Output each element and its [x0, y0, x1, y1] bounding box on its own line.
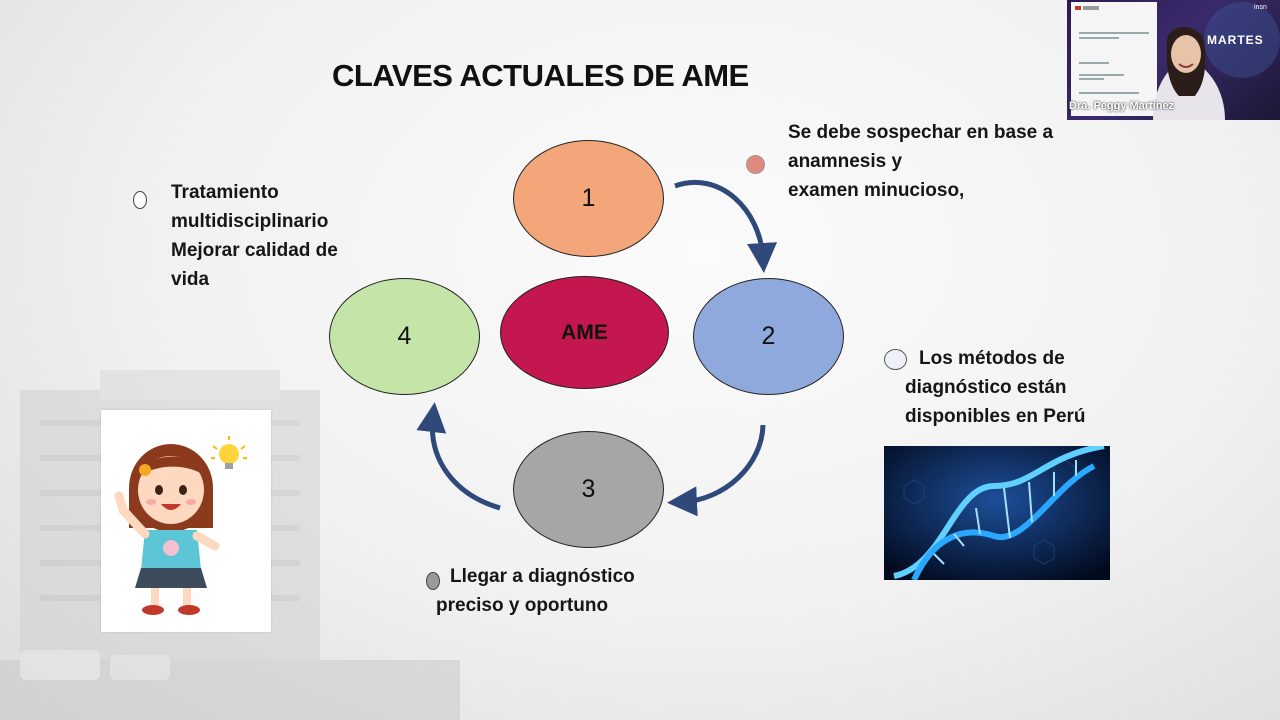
- dna-image: [884, 446, 1110, 580]
- note-line: multidisciplinario: [171, 211, 329, 232]
- bullet-bottom: [426, 572, 440, 590]
- arrow-3-to-4: [416, 402, 501, 511]
- oval-step-2: 2: [693, 278, 844, 395]
- oval-step-4-label: 4: [397, 322, 412, 350]
- note-line: Se debe sospechar en base a: [788, 122, 1054, 143]
- oval-center-ame: AME: [500, 276, 669, 389]
- girl-illustration: [101, 410, 271, 632]
- arrow-2-to-3: [667, 424, 766, 517]
- note-line: Llegar a diagnóstico: [450, 566, 635, 587]
- note-line: examen minucioso,: [788, 180, 965, 201]
- oval-step-3: 3: [513, 431, 664, 548]
- webcam-video: [1067, 0, 1280, 120]
- note-right: Los métodos de diagnóstico están disponi…: [905, 344, 1086, 431]
- bullet-left: [133, 191, 147, 209]
- note-line: preciso y oportuno: [436, 595, 609, 616]
- bullet-top-right: [746, 155, 765, 174]
- lightbulb-icon: [211, 436, 247, 469]
- note-bottom: Llegar a diagnóstico preciso y oportuno: [436, 562, 635, 620]
- oval-step-4: 4: [329, 278, 480, 395]
- webcam-mini-slide: [1071, 2, 1157, 116]
- note-line: Los métodos de: [919, 348, 1065, 369]
- center-label: AME: [561, 320, 608, 344]
- note-line: Tratamiento: [171, 182, 279, 203]
- oval-step-2-label: 2: [761, 322, 776, 350]
- note-left: Tratamiento multidisciplinario Mejorar c…: [171, 178, 338, 294]
- arrow-1-to-2: [674, 179, 778, 273]
- slide-title: CLAVES ACTUALES DE AME: [332, 58, 749, 93]
- note-line: Mejorar calidad de: [171, 240, 338, 261]
- note-line: anamnesis y: [788, 151, 903, 172]
- oval-step-1: 1: [513, 140, 664, 257]
- oval-step-3-label: 3: [581, 475, 596, 503]
- bullet-right: [884, 349, 907, 370]
- oval-step-1-label: 1: [581, 184, 596, 212]
- note-top-right: Se debe sospechar en base a anamnesis y …: [788, 118, 1053, 205]
- webcam-logo: insn: [1254, 4, 1267, 11]
- webcam-program-title: MARTES: [1207, 33, 1264, 47]
- note-line: diagnóstico están: [905, 377, 1067, 398]
- note-line: disponibles en Perú: [905, 406, 1086, 427]
- note-line: vida: [171, 269, 210, 290]
- speaker-name: Dra. Peggy Martínez: [1069, 100, 1175, 112]
